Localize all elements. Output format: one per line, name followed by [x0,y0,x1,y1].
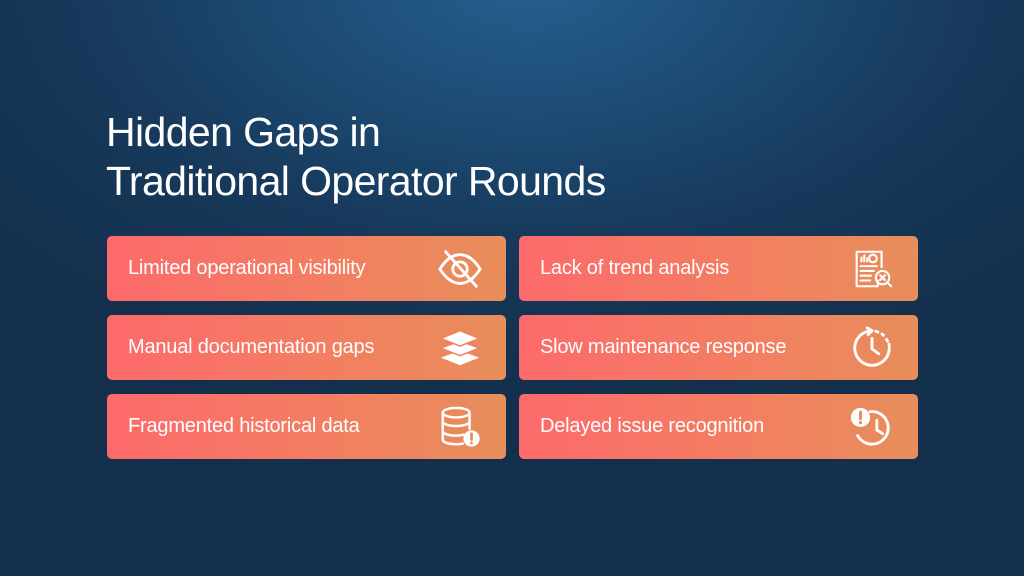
clock-history-icon [848,324,896,372]
card-limited-visibility: Limited operational visibility [107,236,506,301]
clock-alert-icon [848,403,896,451]
gap-card-grid: Limited operational visibility Lack of t… [107,236,918,459]
card-label: Slow maintenance response [540,336,787,358]
page-title-line-2: Traditional Operator Rounds [106,158,606,204]
database-alert-icon [436,403,484,451]
card-trend-analysis: Lack of trend analysis [519,236,918,301]
card-label: Limited operational visibility [128,257,366,279]
page-title-line-1: Hidden Gaps in [106,109,381,155]
card-manual-documentation: Manual documentation gaps [107,315,506,380]
card-fragmented-data: Fragmented historical data [107,394,506,459]
card-delayed-recognition: Delayed issue recognition [519,394,918,459]
card-label: Fragmented historical data [128,415,360,437]
card-slow-maintenance: Slow maintenance response [519,315,918,380]
card-label: Lack of trend analysis [540,257,730,279]
card-label: Delayed issue recognition [540,415,765,437]
eye-slash-icon [436,245,484,293]
report-search-icon [848,245,896,293]
page-title: Hidden Gaps in Traditional Operator Roun… [106,108,606,206]
card-label: Manual documentation gaps [128,336,375,358]
layers-icon [436,324,484,372]
